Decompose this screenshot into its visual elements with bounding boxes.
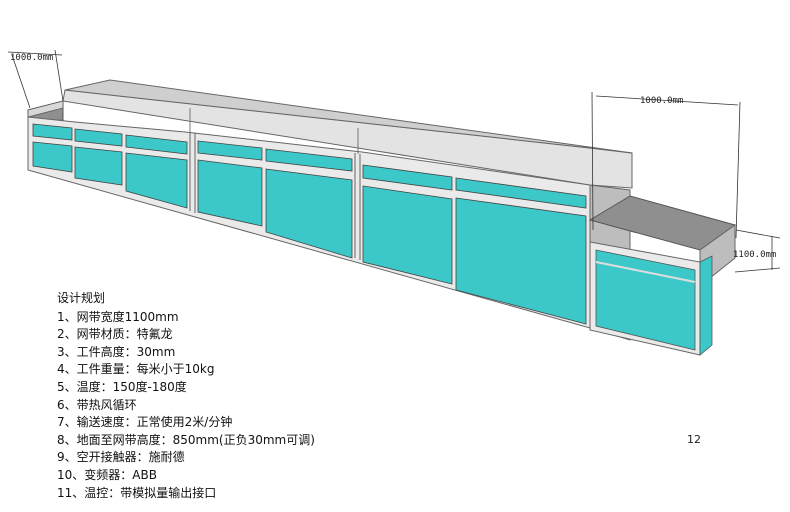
teal-panel	[125, 152, 188, 209]
spec-title: 设计规划	[57, 291, 106, 305]
dimension-label-right: 1000.0mm	[640, 96, 683, 106]
design-spec-list: 设计规划 1、网带宽度1100mm 2、网带材质：特氟龙 3、工件高度：30mm…	[57, 290, 315, 502]
teal-panel	[455, 177, 587, 209]
spec-item: 8、地面至网带高度：850mm(正负30mm可调)	[57, 432, 315, 447]
teal-panel	[197, 140, 263, 161]
teal-panel	[32, 123, 73, 141]
right-discharge-platform	[588, 195, 737, 356]
teal-panel	[362, 164, 453, 191]
spec-item: 10、变频器：ABB	[57, 467, 157, 482]
spec-item: 11、温控：带模拟量输出接口	[57, 485, 217, 500]
teal-panel	[197, 159, 263, 227]
teal-panel	[362, 185, 453, 285]
teal-panel	[455, 197, 587, 325]
dimension-lines	[7, 49, 781, 273]
page-number: 12	[687, 433, 701, 446]
module-posts	[189, 132, 361, 260]
teal-panel	[265, 148, 353, 172]
teal-panel	[32, 141, 73, 173]
spec-item: 3、工件高度：30mm	[57, 344, 176, 359]
spec-item: 2、网带材质：特氟龙	[57, 327, 173, 342]
spec-item: 9、空开接触器：施耐德	[57, 450, 185, 465]
teal-panel	[74, 146, 123, 186]
spec-item: 5、温度：150度-180度	[57, 379, 187, 394]
teal-panel	[265, 168, 353, 259]
spec-item: 6、带热风循环	[57, 397, 137, 412]
spec-item: 1、网带宽度1100mm	[57, 309, 179, 324]
panel-group	[32, 123, 587, 325]
dimension-label-left: 1000.0mm	[10, 53, 53, 63]
spec-item: 4、工件重量：每米小于10kg	[57, 362, 215, 377]
teal-panel	[74, 128, 123, 147]
teal-panel	[125, 134, 188, 155]
dimension-label-width: 1100.0mm	[733, 250, 776, 260]
spec-item: 7、输送速度：正常使用2米/分钟	[57, 415, 233, 430]
hood	[62, 79, 633, 189]
